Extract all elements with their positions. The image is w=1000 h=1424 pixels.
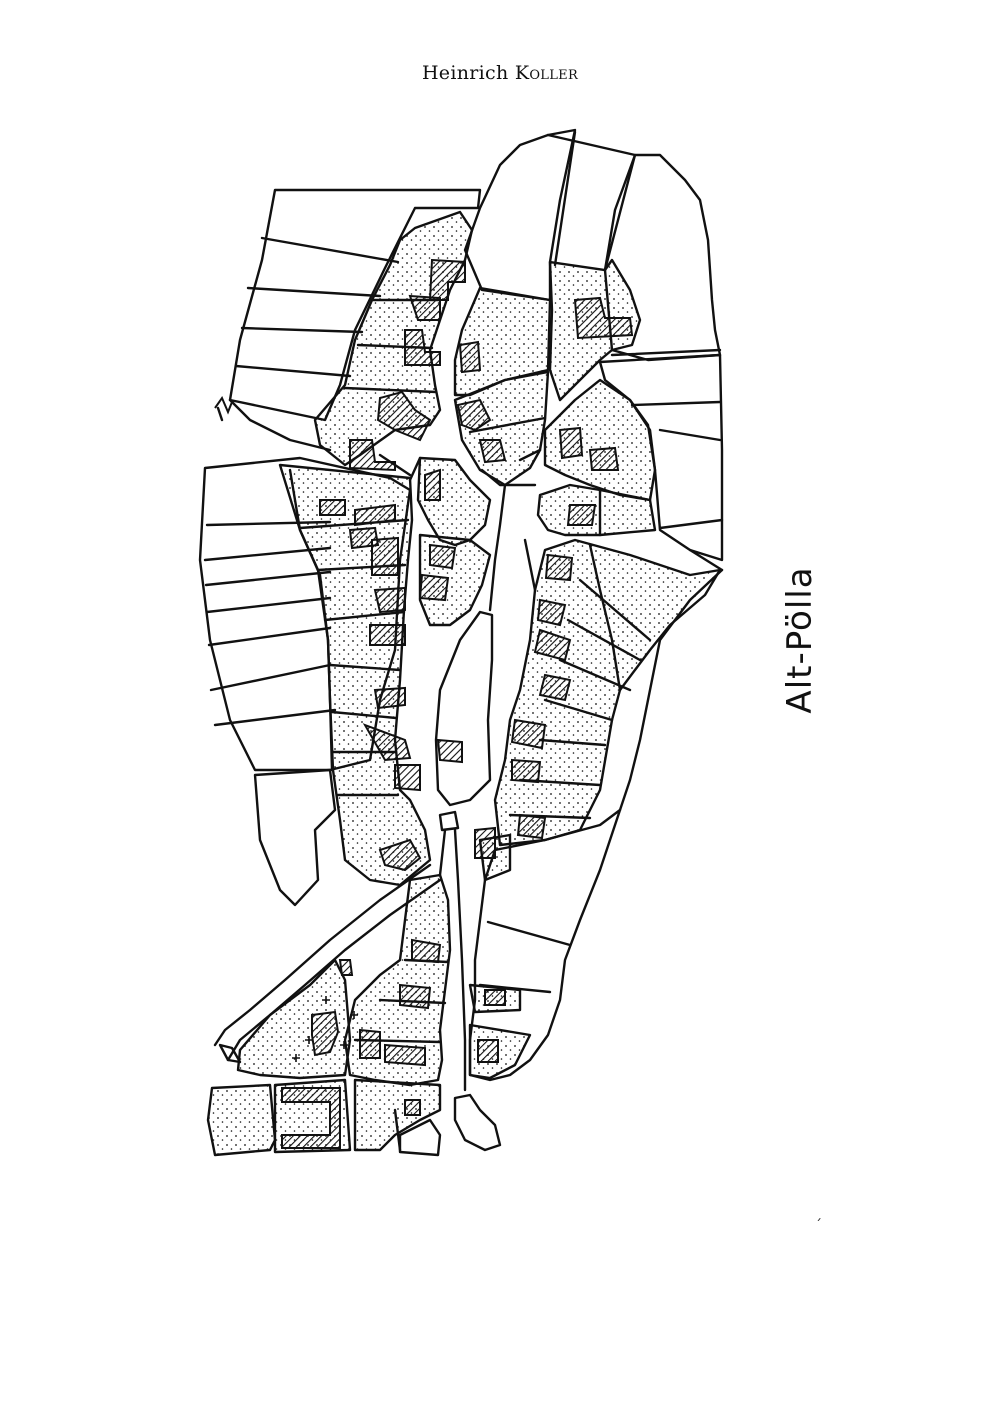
plot-e1 xyxy=(543,378,657,502)
plot-s3 xyxy=(453,1093,502,1152)
plot-s2 xyxy=(398,1118,442,1157)
churchyard-crosses xyxy=(292,996,358,1062)
road-west-edge-b xyxy=(226,878,442,1062)
west-field-lower xyxy=(253,768,337,907)
author-last-name: Koller xyxy=(514,62,579,84)
plot-sw xyxy=(206,1083,277,1157)
island-upper xyxy=(416,456,492,547)
running-head: Heinrich Koller xyxy=(0,62,1000,84)
stray-mark: ˊ xyxy=(815,1218,822,1234)
author-first-name: Heinrich xyxy=(421,62,509,84)
island-lower-green xyxy=(434,610,494,807)
west-fields-upper xyxy=(228,188,482,422)
buildings xyxy=(281,258,634,1149)
east-strip-outer xyxy=(618,568,724,812)
plot-e5 xyxy=(468,1023,532,1080)
east-field-lower xyxy=(468,808,622,1082)
north-strip-west xyxy=(463,128,577,302)
map-title-text: Alt-Pölla xyxy=(780,566,820,714)
plot-e3 xyxy=(493,538,722,847)
road-west-edge-a xyxy=(213,863,432,1047)
north-arrow xyxy=(214,395,233,415)
plot-s1 xyxy=(353,1078,442,1152)
